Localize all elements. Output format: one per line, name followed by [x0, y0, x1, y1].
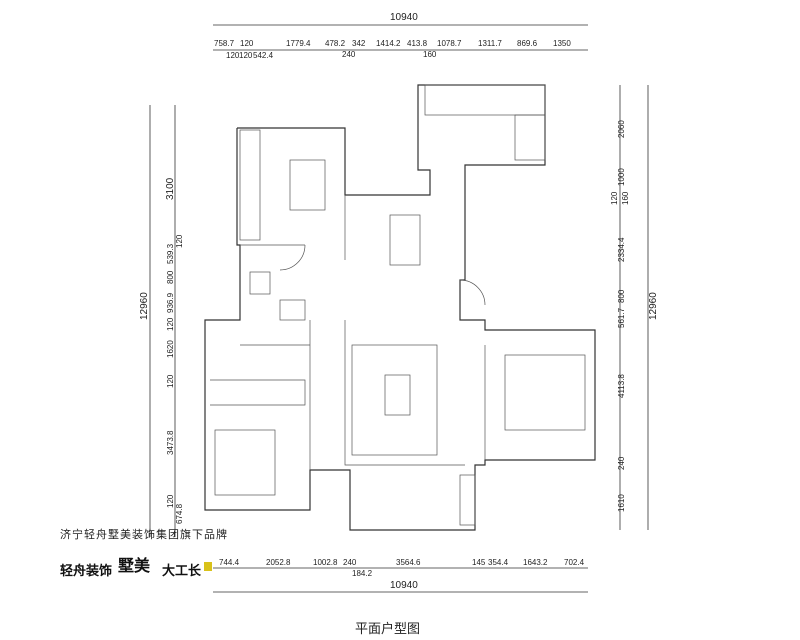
dim: 1610	[617, 494, 626, 512]
dim: 342	[352, 39, 366, 48]
walls	[204, 84, 596, 531]
dim: 120	[166, 494, 175, 508]
dim: 936.9	[166, 292, 175, 313]
dim: 413.8	[407, 39, 428, 48]
dim: 120	[240, 39, 254, 48]
dim: 869.6	[517, 39, 538, 48]
left-overall-dim: 12960	[139, 292, 150, 320]
dim: 120	[166, 317, 175, 331]
right-overall-dim: 12960	[648, 292, 659, 320]
dim: 240	[343, 558, 357, 567]
top-overall-dim: 10940	[390, 12, 418, 23]
dim: 2052.8	[266, 558, 291, 567]
dim: 1620	[166, 340, 175, 358]
dim: 184.2	[352, 569, 373, 578]
study-wardrobe	[239, 129, 261, 241]
logo-dagongzhang: 大工长	[162, 563, 202, 578]
dim: 2060	[617, 120, 626, 138]
brand-line: 济宁轻舟墅美装饰集团旗下品牌	[60, 529, 228, 541]
top-segment-dims: 758.7 120 120 120 542.4 1779.4 478.2 240…	[214, 39, 571, 60]
dim: 1414.2	[376, 39, 401, 48]
dim: 674.8	[175, 503, 184, 524]
dim: 1078.7	[437, 39, 462, 48]
dim: 1643.2	[523, 558, 548, 567]
dim: 120	[226, 51, 240, 60]
dimension-lines	[149, 24, 649, 593]
door-swing	[279, 244, 306, 271]
dim: 145	[472, 558, 486, 567]
furniture	[214, 84, 586, 526]
double-bed	[504, 354, 586, 431]
dim: 120	[175, 234, 184, 248]
logo-qingzhou: 轻舟装饰	[60, 563, 113, 578]
bottom-segment-dims: 744.4 2052.8 1002.8 240 184.2 3564.6 145…	[219, 558, 585, 578]
dim: 2334.4	[617, 237, 626, 262]
left-segment-dims: 3100 120 539.3 800 936.9 120 1620 120 34…	[165, 177, 184, 524]
dim: 3564.6	[396, 558, 421, 567]
dim: 800	[617, 289, 626, 303]
toilet	[249, 271, 271, 295]
dim: 561.7	[617, 307, 626, 328]
coffee-table	[384, 374, 411, 416]
dim: 758.7	[214, 39, 235, 48]
sofa	[351, 344, 438, 456]
wash-basin	[279, 299, 306, 321]
dim: 3473.8	[166, 430, 175, 455]
dim: 120	[239, 51, 253, 60]
dim: 800	[166, 270, 175, 284]
dim: 744.4	[219, 558, 240, 567]
dim: 240	[617, 456, 626, 470]
bed-left	[214, 429, 276, 496]
dim: 702.4	[564, 558, 585, 567]
dim: 1002.8	[313, 558, 338, 567]
dim: 240	[342, 50, 356, 59]
kitchen-counter	[424, 84, 546, 116]
right-segment-dims: 2060 1000 120 160 2334.4 800 561.7 4113.…	[610, 120, 630, 512]
dim: 1000	[617, 168, 626, 186]
dim: 542.4	[253, 51, 274, 60]
dim: 3100	[165, 177, 176, 200]
dining-table	[389, 214, 421, 266]
dim: 1311.7	[478, 39, 502, 48]
dim: 120	[166, 374, 175, 388]
dim: 539.3	[166, 243, 175, 264]
door-swing	[459, 279, 486, 306]
bottom-overall-dim: 10940	[390, 580, 418, 591]
logo-badge	[204, 562, 212, 571]
study-desk	[289, 159, 326, 211]
dim: 120	[610, 191, 619, 205]
logo-shumei: 墅美	[118, 556, 151, 575]
dim: 160	[423, 50, 437, 59]
dim: 1779.4	[286, 39, 311, 48]
dim: 354.4	[488, 558, 509, 567]
plan-title: 平面户型图	[355, 621, 421, 636]
dim: 1350	[553, 39, 571, 48]
dim: 478.2	[325, 39, 346, 48]
dim: 4113.8	[617, 374, 626, 398]
dim: 160	[621, 191, 630, 205]
stove	[514, 114, 546, 161]
balcony-cabinet	[459, 474, 476, 526]
